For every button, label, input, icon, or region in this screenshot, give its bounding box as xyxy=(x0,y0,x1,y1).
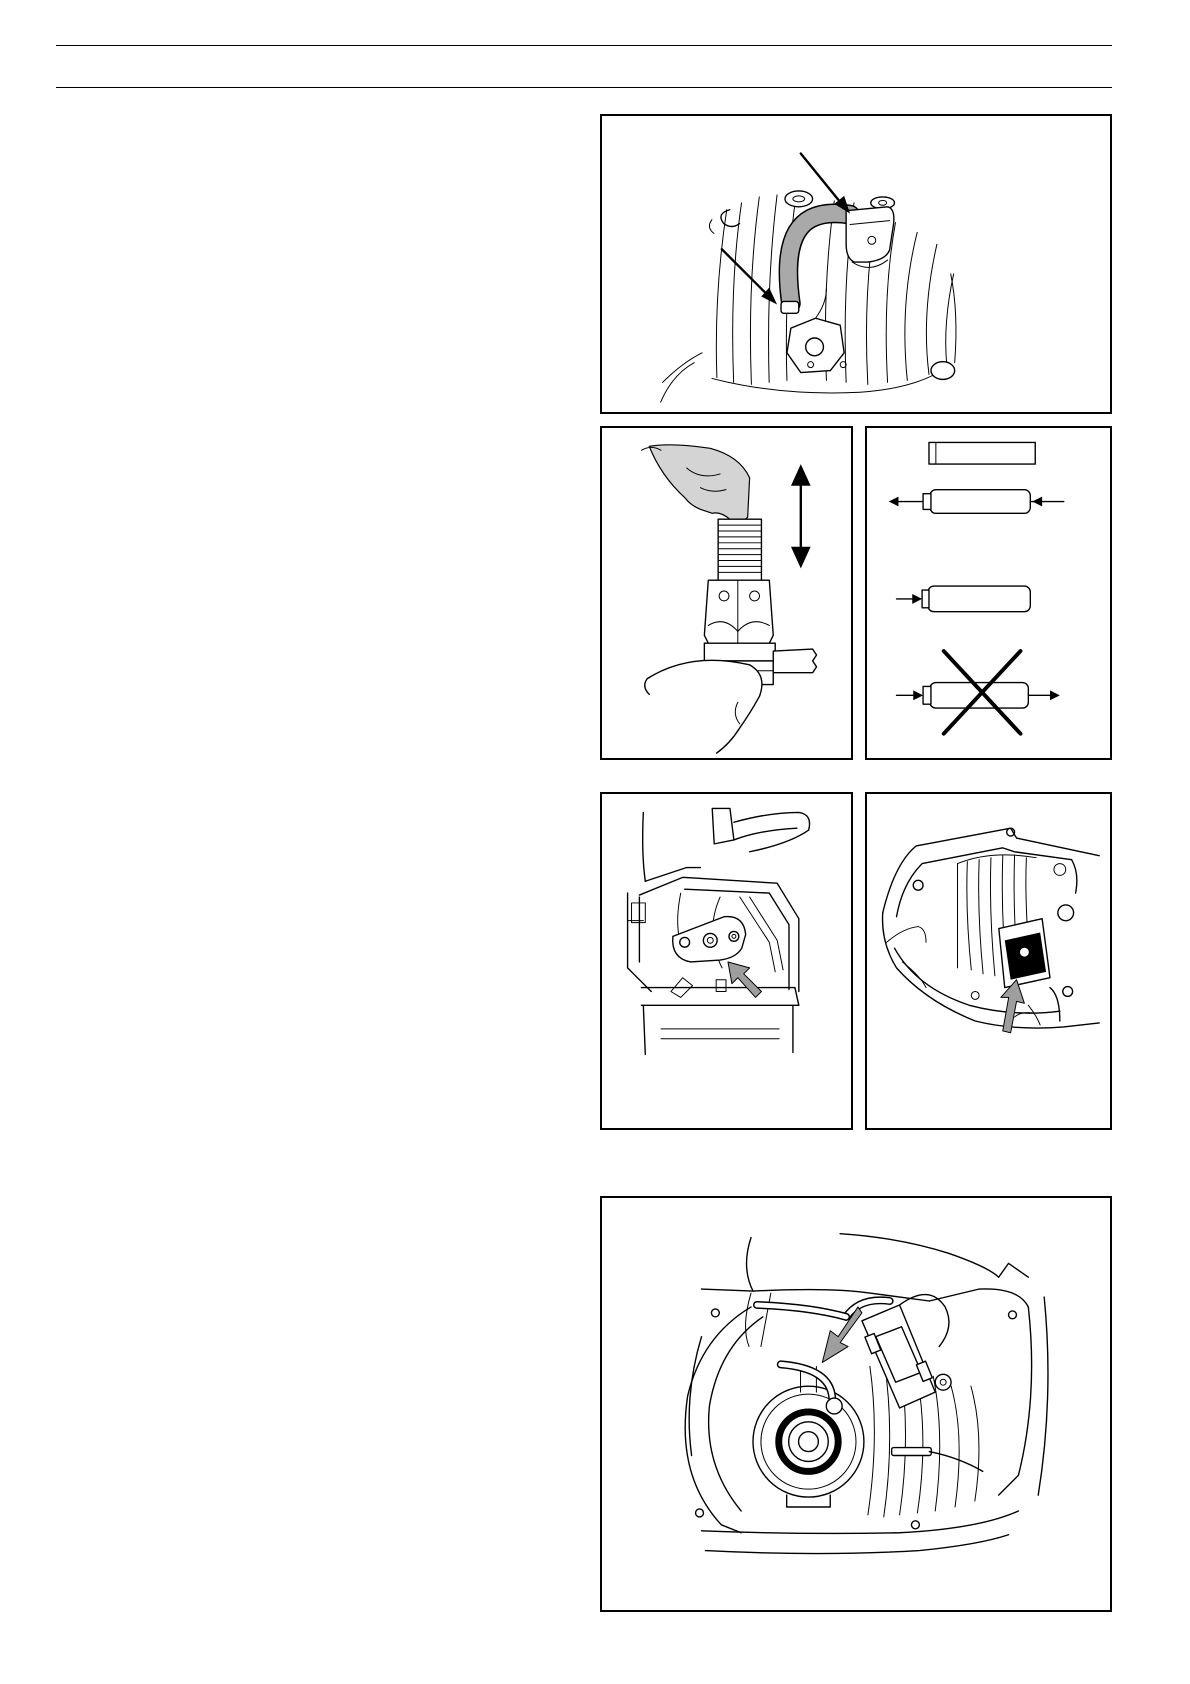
bushing-press-fit-diagram xyxy=(867,428,1110,758)
figure-carburettor-plate xyxy=(600,792,853,1130)
carburettor-mounting-plate-illustration xyxy=(602,794,851,1128)
hand-pressing-nipple-illustration xyxy=(602,428,851,758)
flywheel-ignition-cable-illustration xyxy=(602,1198,1110,1610)
header-rule-top xyxy=(56,45,1112,46)
figure-flywheel-cable xyxy=(600,1196,1112,1612)
ignition-module-illustration xyxy=(867,794,1110,1128)
figure-nipple-pressure xyxy=(600,426,853,760)
figure-cylinder-impulse-hose xyxy=(600,114,1112,414)
figure-ignition-module xyxy=(865,792,1112,1130)
header-rule-bottom xyxy=(56,87,1112,88)
figure-bushing-insertion xyxy=(865,426,1112,760)
impulse-hose-cylinder-illustration xyxy=(602,116,1110,412)
